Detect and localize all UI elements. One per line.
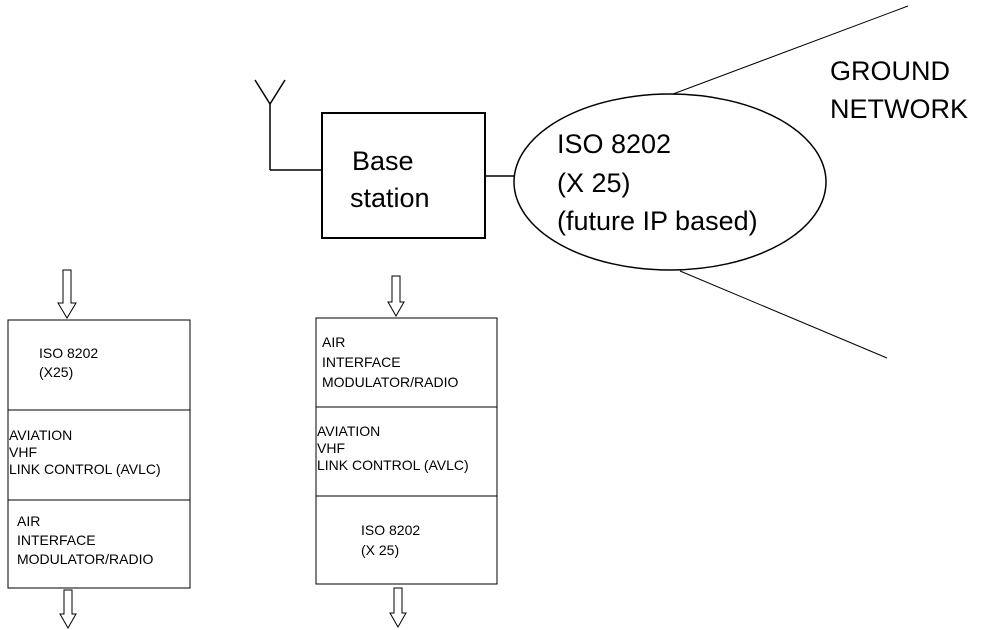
network-label-line3: (future IP based) bbox=[557, 206, 758, 236]
right-stack-middle-box bbox=[315, 406, 498, 497]
right-stack-input-arrow-icon bbox=[387, 275, 405, 318]
right-stack-output-arrow-icon bbox=[389, 587, 407, 629]
base-station-label-line1: Base bbox=[352, 146, 414, 176]
right-stack-top-line3: MODULATOR/RADIO bbox=[322, 374, 458, 390]
left-stack-bottom-line3: MODULATOR/RADIO bbox=[17, 551, 153, 567]
antenna-icon bbox=[254, 79, 322, 171]
base-station-label-line2: station bbox=[350, 183, 430, 213]
left-stack-top-line2: (X25) bbox=[39, 364, 73, 380]
left-stack-output-arrow-icon bbox=[59, 589, 77, 630]
left-stack-middle-line3: LINK CONTROL (AVLC) bbox=[9, 461, 161, 477]
base-station-box bbox=[321, 112, 486, 239]
right-stack-middle-line2: VHF bbox=[317, 440, 345, 456]
network-label-line2: (X 25) bbox=[557, 168, 631, 198]
right-stack-bottom-box bbox=[315, 495, 498, 585]
left-stack-bottom-box bbox=[7, 499, 191, 589]
left-stack-bottom-line1: AIR bbox=[17, 513, 40, 529]
right-stack-top-line1: AIR bbox=[322, 334, 345, 350]
left-stack-middle-line2: VHF bbox=[9, 444, 37, 460]
ground-network-line-upper bbox=[672, 5, 909, 95]
right-stack-top-box bbox=[315, 317, 498, 408]
right-stack-middle-line3: LINK CONTROL (AVLC) bbox=[317, 457, 469, 473]
right-stack-top-line2: INTERFACE bbox=[322, 354, 401, 370]
ground-network-line-lower bbox=[679, 270, 888, 359]
left-stack-middle-line1: AVIATION bbox=[9, 427, 72, 443]
network-label-line1: ISO 8202 bbox=[557, 129, 671, 159]
left-stack-input-arrow-icon bbox=[57, 269, 77, 319]
left-stack-top-box bbox=[7, 319, 191, 411]
left-stack-top-line1: ISO 8202 bbox=[39, 345, 98, 361]
ground-network-label-line2: NETWORK bbox=[830, 94, 968, 124]
ground-network-label-line1: GROUND bbox=[830, 56, 950, 86]
right-stack-bottom-line1: ISO 8202 bbox=[361, 522, 420, 538]
right-stack-bottom-line2: (X 25) bbox=[361, 542, 399, 558]
right-stack-middle-line1: AVIATION bbox=[317, 423, 380, 439]
left-stack-bottom-line2: INTERFACE bbox=[17, 532, 96, 548]
network-ellipse bbox=[513, 93, 827, 271]
